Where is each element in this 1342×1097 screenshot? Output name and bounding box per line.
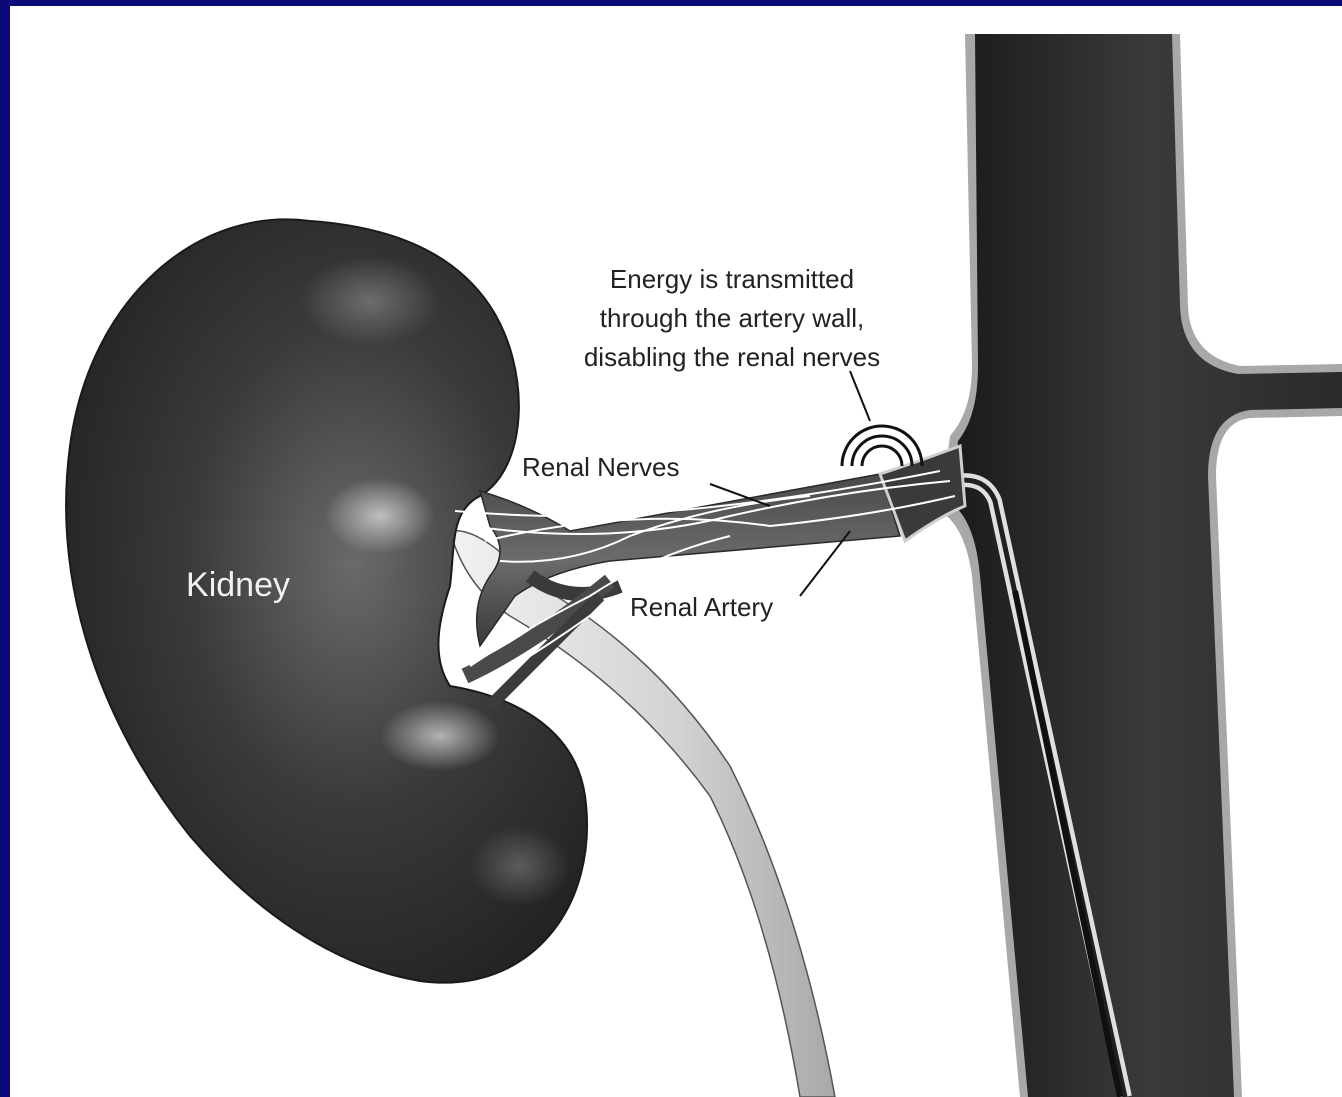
concentric-arcs-energy-icon xyxy=(842,426,922,466)
energy-caption-line2: through the artery wall, xyxy=(600,303,864,333)
renal-artery-label: Renal Artery xyxy=(630,592,773,622)
energy-caption-line1: Energy is transmitted xyxy=(610,264,854,294)
diagram-panel: Kidney Renal Nerves Renal Artery Energy … xyxy=(10,6,1342,1097)
renal-denervation-diagram: Kidney Renal Nerves Renal Artery Energy … xyxy=(10,6,1342,1097)
energy-caption-line3: disabling the renal nerves xyxy=(584,342,880,372)
renal-nerves-label: Renal Nerves xyxy=(522,452,680,482)
energy-leader xyxy=(850,371,870,421)
kidney-label: Kidney xyxy=(186,566,290,604)
aorta xyxy=(940,34,1342,1097)
